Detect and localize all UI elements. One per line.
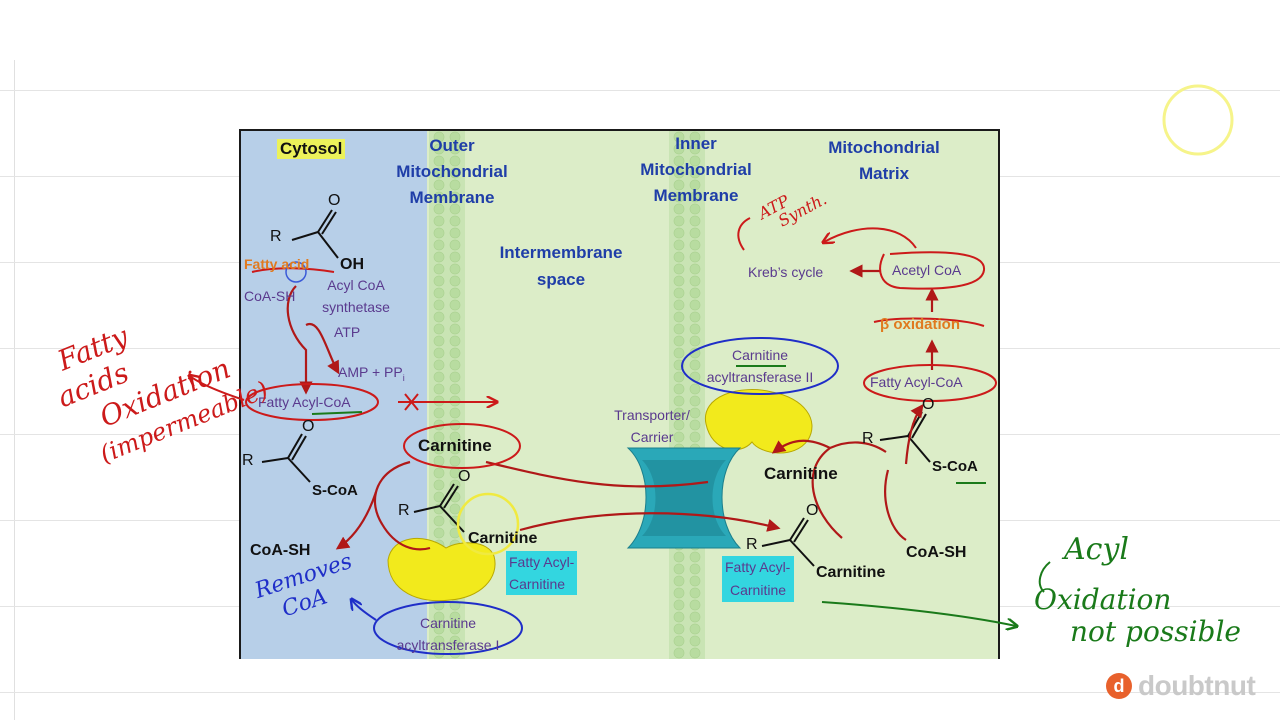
carboxyl-circle [285, 261, 307, 283]
acyl-coa-s-coa: S-CoA [312, 482, 358, 499]
atp-to-amp-arrow [305, 322, 340, 375]
inner-acylcarnitine-r-group: R [746, 536, 758, 553]
fatty-acid-strike [251, 267, 335, 273]
inner-membrane-label: Inner Mitochondrial Membrane [640, 134, 752, 205]
matrix-fatty-acyl-coa-label: Fatty Acyl-CoA [870, 374, 963, 390]
mitochondrial-matrix-label: Mitochondrial Matrix [828, 138, 940, 183]
doubtnut-logo: d doubtnut [1106, 670, 1256, 702]
acyl-coa-structure-left [261, 433, 311, 483]
cat2-circle [681, 337, 839, 395]
carnitine-inner-label: Carnitine [764, 464, 838, 483]
acyl-coa-form-arrow [904, 403, 924, 465]
coa-sh-bottom-label: CoA-SH [250, 542, 311, 559]
acyl-coa-carbonyl-o: O [302, 418, 315, 435]
atp-synth-arrow [737, 217, 751, 251]
carnitine-bound-inner-label: Carnitine [816, 564, 886, 581]
intermembrane-space-label: Intermembrane space [499, 243, 623, 289]
carnitine-circle [403, 423, 521, 469]
acyl-coa-r-group: R [242, 452, 254, 469]
removes-coa-arrow [352, 600, 377, 621]
matrix-acyl-coa-carbonyl-o: O [922, 396, 935, 413]
acyl-carnitine-structure-inner [761, 517, 815, 567]
carnitine-acyltransferase-2-label: Carnitine acyltransferase II [706, 347, 814, 385]
carnitine-bound-highlight [456, 492, 520, 556]
pointer-highlight [1162, 84, 1234, 156]
acyl-carnitine-structure-outer [413, 483, 465, 533]
acyl-hook [1038, 561, 1051, 593]
acetyl-coa-label: Acetyl CoA [892, 262, 962, 278]
carnitine-return-arrow [485, 460, 709, 488]
amp-ppi-label: AMP + PPi [338, 364, 405, 383]
beta-oxidation-underline [873, 317, 985, 327]
fatty-acid-carbonyl-o: O [328, 192, 341, 209]
fatty-acid-structure [291, 209, 339, 259]
inner-cycle-arrow [811, 441, 887, 539]
coa-uptake-arrow [884, 469, 907, 541]
acyl-note: Acyl [1064, 532, 1130, 567]
matrix-s-coa: S-CoA [932, 458, 978, 475]
acylcarnitine-r-group: R [398, 502, 410, 519]
cat1-circle [373, 601, 523, 655]
doubtnut-logo-icon: d [1106, 673, 1132, 699]
activation-arrow [286, 285, 313, 395]
inner-membrane [669, 131, 705, 659]
outer-cycle-arrow [373, 460, 431, 551]
krebs-loop-arrow [824, 227, 917, 249]
notebook-margin-line [14, 60, 15, 720]
notebook-rule [0, 90, 1280, 91]
acylcarnitine-carbonyl-o: O [458, 468, 471, 485]
acetyl-coa-circle [879, 251, 986, 290]
doubtnut-wordmark: doubtnut [1138, 670, 1256, 701]
krebs-cycle-label: Kreb’s cycle [748, 264, 824, 280]
coa-release-arrow [335, 491, 378, 550]
fatty-acid-label: Fatty acid [244, 256, 310, 272]
carnitine-release-arrow [771, 439, 831, 454]
notebook-rule [0, 692, 1280, 693]
matrix-coa-sh-label: CoA-SH [906, 544, 967, 561]
atp-label: ATP [334, 324, 361, 340]
acyl-coa-underline [311, 411, 363, 415]
fatty-acid-oh: OH [340, 256, 364, 273]
matrix-fatty-acyl-coa-circle [863, 364, 997, 402]
blocked-cross [404, 393, 419, 411]
fatty-acid-r-group: R [270, 228, 282, 245]
carnitine-bound-outer-label: Carnitine [468, 530, 538, 547]
carnitine-acyltransferase-1-shape [387, 537, 496, 602]
acylcarnitine-transport-arrow [519, 512, 781, 532]
acyl-coa-synthetase-label: Acyl CoA synthetase [322, 277, 390, 315]
transporter-label: Transporter/ Carrier [614, 407, 690, 445]
not-possible-arrow [821, 601, 1016, 626]
diagram-panel: Cytosol Outer Mitochondrial Membrane Int… [239, 129, 1000, 659]
outer-membrane-label: Outer Mitochondrial Membrane [396, 136, 508, 207]
fatty-acyl-coa-circle [245, 383, 379, 421]
fatty-acyl-coa-label: Fatty Acyl-CoA [258, 394, 351, 410]
beta-oxidation-label: β oxidation [880, 316, 960, 333]
coa-sh-top-label: CoA-SH [244, 288, 296, 304]
carnitine-outer-label: Carnitine [418, 436, 492, 455]
inner-acylcarnitine-carbonyl-o: O [806, 502, 819, 519]
note-pointer-arrow [190, 376, 245, 401]
cytosol-label: Cytosol [277, 139, 346, 159]
oxidation-not-possible-note: Oxidation not possible [1034, 583, 1241, 648]
fatty-acyl-carnitine-outer-label: Fatty Acyl- Carnitine [506, 551, 578, 595]
fatty-acyl-carnitine-inner-label: Fatty Acyl- Carnitine [722, 556, 795, 602]
acyl-coa-structure-matrix [879, 411, 931, 463]
carnitine-acyltransferase-1-label: Carnitine acyltransferase I [396, 615, 500, 653]
matrix-acyl-coa-r-group: R [862, 430, 874, 447]
carnitine-acyltransferase-2-shape [704, 389, 813, 454]
